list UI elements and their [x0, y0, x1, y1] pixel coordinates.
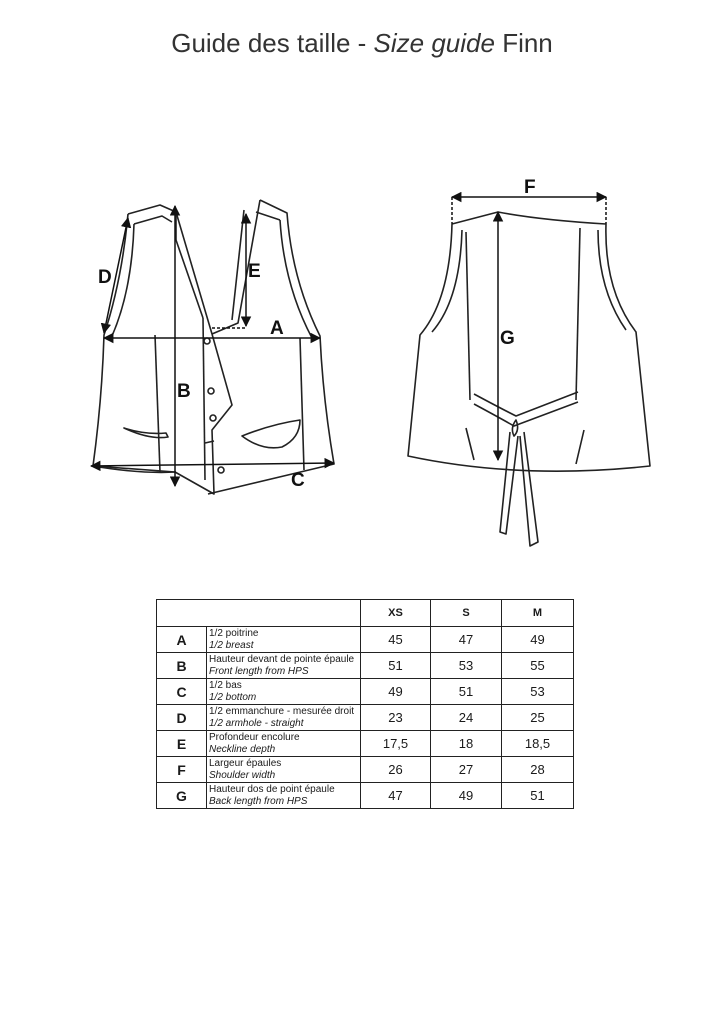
value-m: 28	[501, 756, 574, 783]
value-s: 53	[430, 652, 502, 679]
front-vest	[92, 199, 335, 495]
table-header-row: XS S M	[156, 599, 574, 627]
label-f: F	[524, 177, 536, 198]
row-code: D	[156, 704, 207, 731]
value-m: 49	[501, 626, 574, 653]
title-english: Size guide	[373, 28, 495, 58]
value-s: 51	[430, 678, 502, 705]
value-s: 27	[430, 756, 502, 783]
measure-c-line	[89, 457, 336, 472]
row-code: A	[156, 626, 207, 653]
description-french: Hauteur dos de point épaule	[209, 783, 335, 795]
label-e: E	[248, 261, 261, 282]
row-code: E	[156, 730, 207, 757]
value-s: 47	[430, 626, 502, 653]
description-english: 1/2 breast	[209, 639, 254, 651]
value-s: 49	[430, 782, 502, 809]
label-g: G	[500, 328, 515, 349]
value-xs: 23	[360, 704, 431, 731]
back-measurements	[450, 191, 608, 462]
table-header-blank	[156, 599, 361, 627]
column-header-xs: XS	[360, 599, 431, 627]
label-b: B	[177, 381, 191, 402]
description-english: Front length from HPS	[209, 665, 309, 677]
description-french: 1/2 poitrine	[209, 627, 259, 639]
row-code: G	[156, 782, 207, 809]
row-code: F	[156, 756, 207, 783]
value-xs: 26	[360, 756, 431, 783]
value-xs: 49	[360, 678, 431, 705]
value-m: 53	[501, 678, 574, 705]
description-english: Neckline depth	[209, 743, 276, 755]
value-m: 51	[501, 782, 574, 809]
value-m: 25	[501, 704, 574, 731]
label-a: A	[270, 318, 284, 339]
back-vest	[407, 211, 651, 547]
description-french: Largeur épaules	[209, 757, 282, 769]
description-english: 1/2 bottom	[209, 691, 257, 703]
row-code: B	[156, 652, 207, 679]
title-french: Guide des taille -	[171, 28, 374, 58]
measure-d-line	[100, 216, 132, 335]
description-french: 1/2 emmanchure - mesurée droit	[209, 705, 355, 717]
page-title: Guide des taille - Size guide Finn	[0, 28, 724, 59]
description-french: Hauteur devant de pointe épaule	[209, 653, 355, 665]
value-s: 24	[430, 704, 502, 731]
value-m: 18,5	[501, 730, 574, 757]
description-english: Shoulder width	[209, 769, 276, 781]
description-english: Back length from HPS	[209, 795, 308, 807]
description-french: Profondeur encolure	[209, 731, 300, 743]
value-xs: 17,5	[360, 730, 431, 757]
value-xs: 51	[360, 652, 431, 679]
value-xs: 47	[360, 782, 431, 809]
value-xs: 45	[360, 626, 431, 653]
description-french: 1/2 bas	[209, 679, 242, 691]
row-code: C	[156, 678, 207, 705]
label-c: C	[291, 470, 305, 491]
vest-technical-drawing: A B C D E F G	[89, 177, 651, 547]
description-english: 1/2 armhole - straight	[209, 717, 304, 729]
front-measurements	[89, 204, 336, 488]
value-s: 18	[430, 730, 502, 757]
title-model: Finn	[494, 28, 553, 58]
column-header-s: S	[430, 599, 502, 627]
value-m: 55	[501, 652, 574, 679]
label-d: D	[98, 267, 112, 288]
column-header-m: M	[501, 599, 574, 627]
